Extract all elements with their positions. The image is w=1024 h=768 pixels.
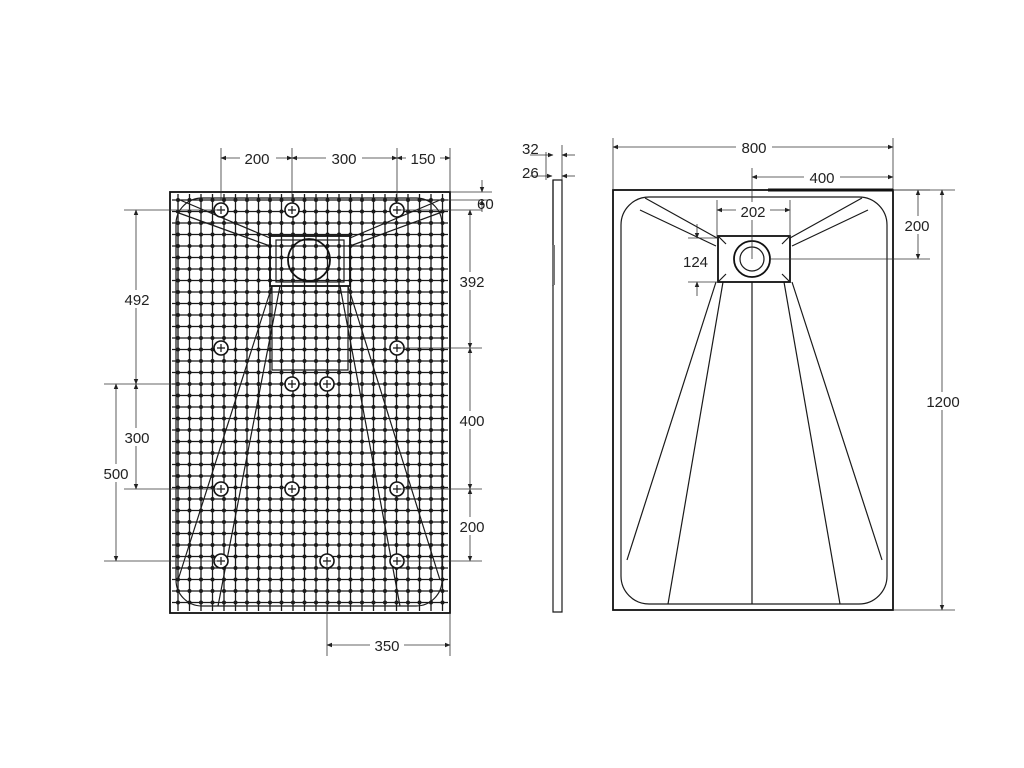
side-profile: 32 26 <box>522 141 575 613</box>
dim-right-400: 400 <box>459 413 484 430</box>
mounting-foot-cross <box>217 344 225 352</box>
mounting-foot-cross <box>323 380 331 388</box>
top-view-slope-lines <box>626 197 883 605</box>
grid-nodes <box>176 198 445 605</box>
mounting-foot-cross <box>393 485 401 493</box>
dim-bottom-350: 350 <box>374 638 399 655</box>
bottom-view-outline <box>169 191 451 614</box>
bottom-view-dimensions: 200 300 150 60 392 400 200 492 <box>99 148 494 656</box>
mounting-foot-cross <box>393 206 401 214</box>
dim-length-1200: 1200 <box>926 394 959 411</box>
side-profile-outline <box>552 179 563 613</box>
mounting-foot-cross <box>288 380 296 388</box>
dim-top-width-800: 800 <box>741 140 766 157</box>
dim-left-492: 492 <box>124 292 149 309</box>
drain-hole-icon <box>287 238 331 282</box>
top-view-dimensions: 800 400 202 124 200 1200 <box>612 138 964 611</box>
top-view-outline <box>612 189 894 611</box>
mounting-foot-cross <box>393 557 401 565</box>
drain-box <box>269 235 351 287</box>
bottom-view-grid <box>172 194 448 611</box>
dim-top-200: 200 <box>244 151 269 168</box>
mounting-feet <box>213 202 405 569</box>
bottom-view <box>169 191 451 614</box>
dim-drain-offset-200: 200 <box>904 218 929 235</box>
dim-drain-height-124: 124 <box>683 254 708 271</box>
dim-right-392: 392 <box>459 274 484 291</box>
dim-left-500: 500 <box>103 466 128 483</box>
drain-box-inner <box>275 239 345 283</box>
inner-tray-edge <box>175 197 443 607</box>
dim-top-half-400: 400 <box>809 170 834 187</box>
dim-drain-width-202: 202 <box>740 204 765 221</box>
drain-rib-lines <box>175 199 443 607</box>
dim-right-200: 200 <box>459 519 484 536</box>
top-view-basin <box>620 196 888 605</box>
dim-right-60: 60 <box>477 196 494 213</box>
mounting-foot-cross <box>288 485 296 493</box>
grid-lines <box>172 194 448 611</box>
dim-side-26: 26 <box>522 165 539 182</box>
dim-top-150: 150 <box>410 151 435 168</box>
dim-top-300: 300 <box>331 151 356 168</box>
mounting-foot-cross <box>288 206 296 214</box>
dim-side-32: 32 <box>522 141 539 158</box>
dim-left-300: 300 <box>124 430 149 447</box>
mounting-foot-cross <box>393 344 401 352</box>
top-view <box>612 189 894 611</box>
